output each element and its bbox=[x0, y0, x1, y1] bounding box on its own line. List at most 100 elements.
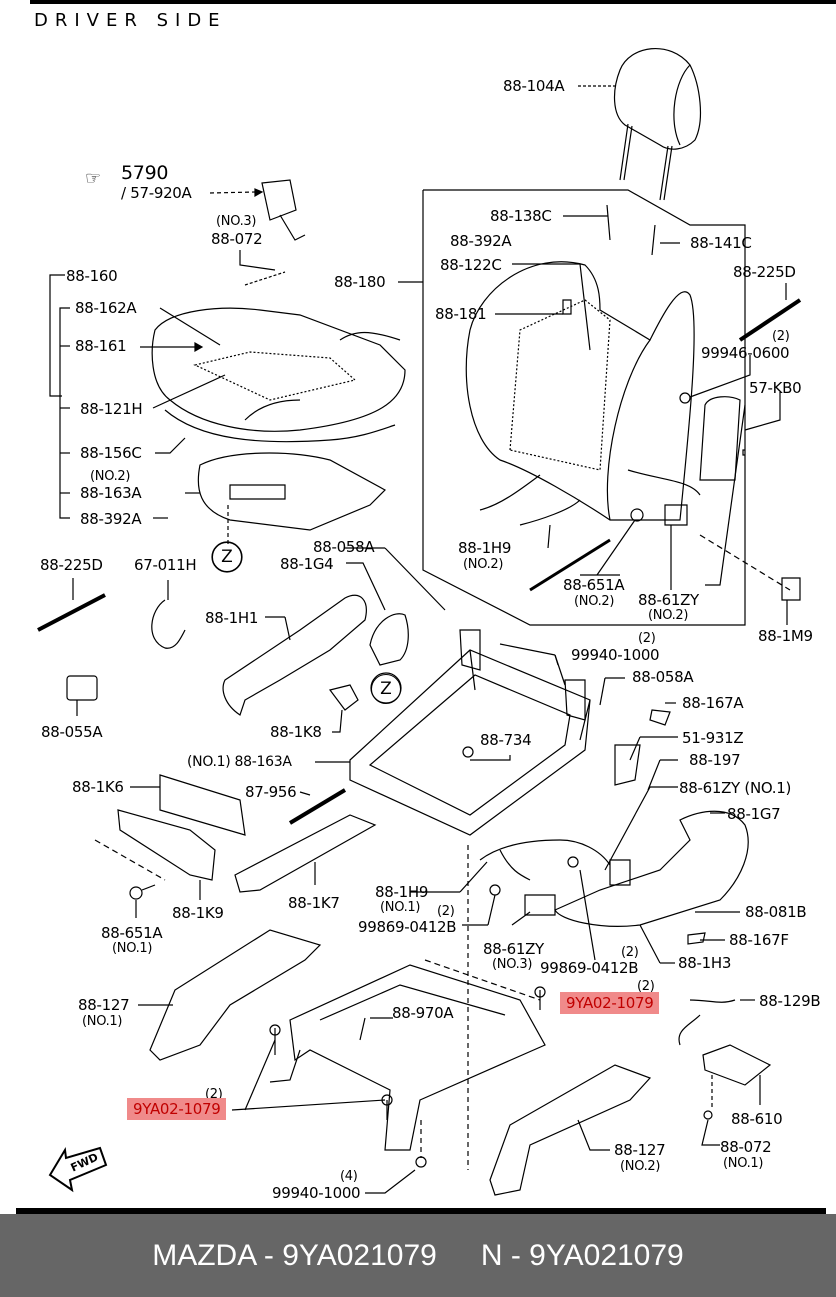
part-label-88-072-no3[interactable]: 88-072 bbox=[211, 230, 263, 248]
part-label-88-1K6[interactable]: 88-1K6 bbox=[72, 778, 124, 796]
part-label-88-163A-no1[interactable]: (NO.1) 88-163A bbox=[187, 754, 292, 770]
part-label-88-181[interactable]: 88-181 bbox=[435, 305, 487, 323]
seatback-group-box bbox=[423, 190, 745, 625]
highlighted-part-9YA02-1079-left[interactable]: 9YA02-1079 bbox=[127, 1098, 227, 1120]
part-qty-88-61ZY-no2: (NO.2) bbox=[648, 608, 689, 623]
part-label-88-122C[interactable]: 88-122C bbox=[440, 256, 502, 274]
part-label-88-058A-a[interactable]: 88-058A bbox=[313, 538, 375, 556]
part-label-88-734[interactable]: 88-734 bbox=[480, 731, 532, 749]
part-label-51-931Z[interactable]: 51-931Z bbox=[682, 729, 744, 747]
buckle-drawing bbox=[262, 180, 296, 220]
part-label-88-1G7[interactable]: 88-1G7 bbox=[727, 805, 781, 823]
part-qty-88-1H9-no2: (NO.2) bbox=[463, 557, 504, 572]
part-label-88-058A-b[interactable]: 88-058A bbox=[632, 668, 694, 686]
zone-z-marker-frame: Z bbox=[371, 674, 401, 704]
seat-cushion-drawing bbox=[152, 308, 405, 441]
part-label-88-1H3[interactable]: 88-1H3 bbox=[678, 954, 732, 972]
part-label-88-1M9[interactable]: 88-1M9 bbox=[758, 627, 813, 645]
reference-group-number: 5790 bbox=[121, 162, 169, 184]
part-qty-88-163A-no2: (NO.2) bbox=[90, 469, 131, 484]
part-number-footer: MAZDA - 9YA021079 N - 9YA021079 bbox=[0, 1214, 836, 1297]
part-label-88-104A[interactable]: 88-104A bbox=[503, 77, 565, 95]
part-label-99869-0412B-b[interactable]: 99869-0412B bbox=[540, 959, 639, 977]
part-label-88-129B[interactable]: 88-129B bbox=[759, 992, 821, 1010]
page-title: DRIVER SIDE bbox=[34, 10, 227, 31]
side-shield-outer-drawing bbox=[555, 811, 748, 926]
part-label-99869-0412B-a[interactable]: 99869-0412B bbox=[358, 918, 457, 936]
part-label-88-127-no2[interactable]: 88-127 bbox=[614, 1141, 666, 1159]
part-label-57-KB0[interactable]: 57-KB0 bbox=[749, 379, 802, 397]
part-label-88-161[interactable]: 88-161 bbox=[75, 337, 127, 355]
seatback-drawing bbox=[466, 205, 694, 520]
part-label-88-651A-no1[interactable]: 88-651A bbox=[101, 924, 163, 942]
part-qty-88-61ZY-no3: (NO.3) bbox=[492, 957, 533, 972]
bottom-border bbox=[16, 1208, 826, 1214]
part-qty-88-127-no1: (NO.1) bbox=[82, 1014, 123, 1029]
part-label-88-180[interactable]: 88-180 bbox=[334, 273, 386, 291]
part-qty-88-651A-no2: (NO.2) bbox=[574, 594, 615, 609]
top-border bbox=[30, 0, 836, 4]
part-label-88-1G4[interactable]: 88-1G4 bbox=[280, 555, 334, 573]
part-qty-88-072-no1: (NO.1) bbox=[723, 1156, 764, 1171]
part-label-88-081B[interactable]: 88-081B bbox=[745, 903, 807, 921]
part-label-88-651A-no2[interactable]: 88-651A bbox=[563, 576, 625, 594]
reference-part-number: / 57-920A bbox=[121, 184, 192, 202]
part-label-88-167A[interactable]: 88-167A bbox=[682, 694, 744, 712]
cushion-pan-drawing bbox=[198, 453, 385, 530]
part-label-88-392A-b[interactable]: 88-392A bbox=[450, 232, 512, 250]
parts-diagram: DRIVER SIDE ☞ 5790 / 57-920A 88-104A (NO… bbox=[0, 0, 836, 1214]
part-label-88-970A[interactable]: 88-970A bbox=[392, 1004, 454, 1022]
part-qty-88-072-no3: (NO.3) bbox=[216, 214, 257, 229]
part-qty-99940-1000-a: (2) bbox=[638, 631, 656, 646]
side-shield-inner-drawing bbox=[223, 595, 366, 715]
part-label-88-610[interactable]: 88-610 bbox=[731, 1110, 783, 1128]
part-label-88-225D-a[interactable]: 88-225D bbox=[733, 263, 796, 281]
part-label-88-61ZY-no2[interactable]: 88-61ZY bbox=[638, 591, 699, 609]
part-qty-9YA02-1079-right: (2) bbox=[637, 979, 655, 994]
part-label-88-127-no1[interactable]: 88-127 bbox=[78, 996, 130, 1014]
part-label-88-1H9-no2[interactable]: 88-1H9 bbox=[458, 539, 512, 557]
part-qty-88-127-no2: (NO.2) bbox=[620, 1159, 661, 1174]
part-qty-99940-1000-b: (4) bbox=[340, 1169, 358, 1184]
fwd-arrow bbox=[50, 1148, 106, 1190]
airbag-module-drawing bbox=[700, 397, 740, 480]
part-label-88-1K7[interactable]: 88-1K7 bbox=[288, 894, 340, 912]
part-qty-99869-0412B-a: (2) bbox=[437, 904, 455, 919]
part-label-99946-0600[interactable]: 99946-0600 bbox=[701, 344, 790, 362]
part-qty-99869-0412B-b: (2) bbox=[621, 945, 639, 960]
part-label-88-1H1[interactable]: 88-1H1 bbox=[205, 609, 259, 627]
part-label-88-197[interactable]: 88-197 bbox=[689, 751, 741, 769]
pointing-hand-icon: ☞ bbox=[85, 168, 102, 189]
seat-base-frame-drawing bbox=[270, 965, 545, 1150]
seat-frame-drawing bbox=[350, 630, 590, 835]
brand-part-number: MAZDA - 9YA021079 bbox=[152, 1238, 437, 1272]
part-label-88-167F[interactable]: 88-167F bbox=[729, 931, 789, 949]
part-label-88-160[interactable]: 88-160 bbox=[66, 267, 118, 285]
part-label-88-1H9-no1[interactable]: 88-1H9 bbox=[375, 883, 429, 901]
alt-part-number: N - 9YA021079 bbox=[480, 1238, 684, 1272]
part-label-87-956[interactable]: 87-956 bbox=[245, 783, 297, 801]
part-label-88-1K8[interactable]: 88-1K8 bbox=[270, 723, 322, 741]
zone-z-marker-top: Z bbox=[212, 542, 242, 572]
highlighted-part-9YA02-1079-right[interactable]: 9YA02-1079 bbox=[560, 992, 660, 1014]
part-label-67-011H[interactable]: 67-011H bbox=[134, 556, 197, 574]
part-label-88-61ZY-no1[interactable]: 88-61ZY (NO.1) bbox=[679, 779, 792, 797]
part-label-88-61ZY-no3[interactable]: 88-61ZY bbox=[483, 940, 544, 958]
part-qty-88-651A-no1: (NO.1) bbox=[112, 941, 153, 956]
part-label-88-1K9[interactable]: 88-1K9 bbox=[172, 904, 224, 922]
part-label-88-225D-b[interactable]: 88-225D bbox=[40, 556, 103, 574]
part-label-88-121H[interactable]: 88-121H bbox=[80, 400, 143, 418]
part-qty-99946-0600: (2) bbox=[772, 329, 790, 344]
part-label-88-392A[interactable]: 88-392A bbox=[80, 510, 142, 528]
headrest-drawing bbox=[578, 49, 700, 200]
part-label-88-055A[interactable]: 88-055A bbox=[41, 723, 103, 741]
part-label-88-156C[interactable]: 88-156C bbox=[80, 444, 142, 462]
part-label-88-072-no1[interactable]: 88-072 bbox=[720, 1138, 772, 1156]
part-label-99940-1000-b[interactable]: 99940-1000 bbox=[272, 1184, 361, 1202]
part-label-88-162A[interactable]: 88-162A bbox=[75, 299, 137, 317]
part-label-88-163A-no2[interactable]: 88-163A bbox=[80, 484, 142, 502]
part-label-88-141C[interactable]: 88-141C bbox=[690, 234, 752, 252]
part-label-99940-1000-a[interactable]: 99940-1000 bbox=[571, 646, 660, 664]
part-label-88-138C[interactable]: 88-138C bbox=[490, 207, 552, 225]
diagram-drawing bbox=[0, 0, 836, 1214]
